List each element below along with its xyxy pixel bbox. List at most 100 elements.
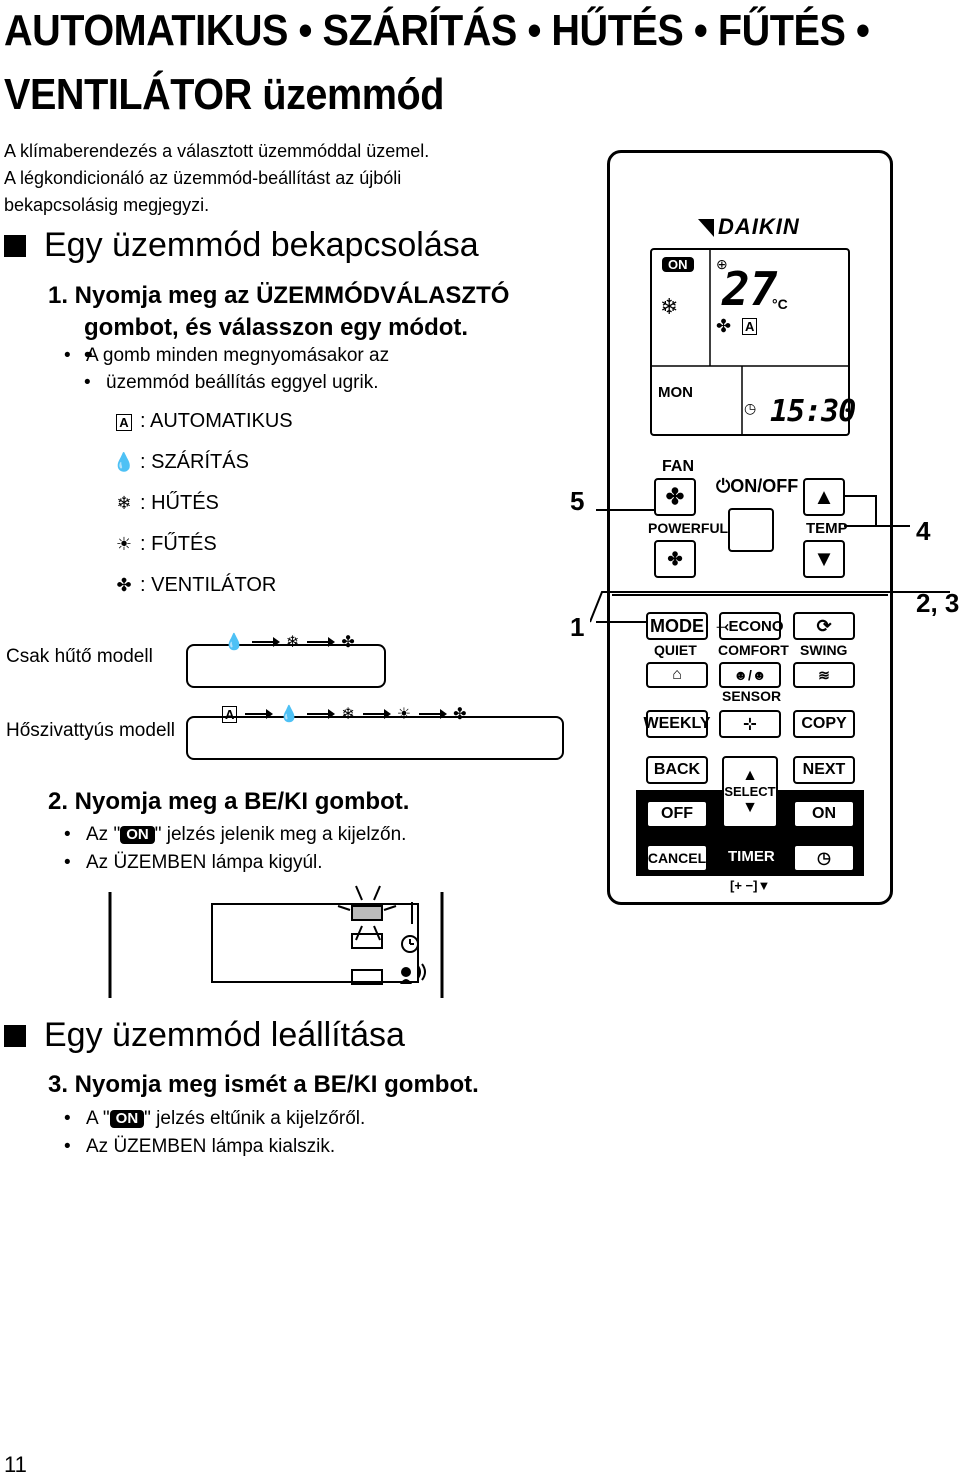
step2-title: 2. Nyomja meg a BE/KI gombot. bbox=[48, 788, 410, 815]
mode-auto: A : AUTOMATIKUS bbox=[112, 406, 293, 436]
step2-bullet1: Az "ON" jelzés jelenik meg a kijelzőn. bbox=[64, 821, 406, 849]
step2-bullet2: Az ÜZEMBEN lámpa kigyúl. bbox=[64, 849, 322, 877]
triangle-up-icon: ▲ bbox=[742, 767, 758, 784]
clock-button[interactable]: ◷ bbox=[793, 844, 855, 872]
mode-cool: ❄ : HŰTÉS bbox=[112, 488, 218, 518]
lcd-temp-unit: °C bbox=[772, 296, 788, 312]
intro-line2: A légkondicionáló az üzemmód-beállítást … bbox=[4, 168, 402, 188]
sensor-icon: ☻/☻ bbox=[733, 667, 767, 683]
comfort-sensor-button[interactable]: ☻/☻ bbox=[719, 662, 781, 688]
step1-line2: gombot, és válasszon egy módot. bbox=[84, 314, 469, 341]
lcd-time: 15:30 bbox=[770, 394, 856, 429]
callout-2-3: 2, 3 bbox=[916, 588, 960, 618]
on-indicator-badge: ON bbox=[109, 1109, 145, 1128]
select-button[interactable]: ▲ SELECT ▼ bbox=[722, 756, 778, 828]
mode-heat: ☀ : FŰTÉS bbox=[112, 529, 217, 559]
step1-bullet-line1: A gomb minden megnyomásakor az bbox=[64, 342, 389, 370]
cool-only-sequence: 💧 ❄ ✤ bbox=[224, 632, 355, 652]
econo-icon: ⤙ bbox=[716, 617, 729, 635]
fan-mode-icon: ✤ bbox=[341, 634, 355, 651]
cool-only-label: Csak hűtő modell bbox=[6, 646, 153, 667]
cool-mode-icon: ❄ bbox=[341, 706, 355, 723]
powerful-label: POWERFUL bbox=[648, 520, 729, 536]
clock-icon: ◷ bbox=[817, 850, 831, 867]
section-heading-stop: Egy üzemmód leállítása bbox=[4, 1016, 405, 1055]
cool-only-sequence-box bbox=[186, 644, 386, 688]
copy-button[interactable]: COPY bbox=[793, 710, 855, 738]
step1-bullet-line2: üzemmód beállítás eggyel ugrik. bbox=[84, 369, 379, 397]
powerful-icon: ✤ bbox=[667, 548, 683, 569]
powerful-button[interactable]: ✤ bbox=[654, 540, 696, 578]
swing-label: SWING bbox=[800, 642, 848, 658]
weekly-button[interactable]: WEEKLY bbox=[644, 710, 711, 738]
callout-lines bbox=[590, 495, 950, 623]
cool-mode-icon: ❄ bbox=[285, 634, 300, 651]
swing-vertical-button[interactable]: ⟳ bbox=[793, 612, 855, 640]
quiet-label: QUIET bbox=[654, 642, 697, 658]
fan-icon: ✤ bbox=[665, 484, 685, 509]
fan-label: FAN bbox=[662, 458, 694, 475]
swing-horizontal-button[interactable]: ≋ bbox=[793, 662, 855, 688]
heatpump-sequence: A 💧 ❄ ☀ ✤ bbox=[222, 704, 466, 724]
dry-mode-icon: 💧 bbox=[112, 451, 136, 472]
remote-divider bbox=[612, 594, 888, 596]
intro-line3: bekapcsolásig megjegyzi. bbox=[4, 195, 210, 215]
clock-icon: ◷ bbox=[744, 400, 757, 416]
back-button[interactable]: BACK bbox=[646, 756, 708, 784]
auto-mode-icon: A bbox=[222, 705, 238, 723]
program-icon: ⊹ bbox=[743, 716, 757, 733]
lcd-on-indicator: ON bbox=[662, 256, 694, 274]
temp-down-button[interactable]: ▼ bbox=[803, 540, 845, 578]
onoff-label: ⏻ON/OFF bbox=[716, 476, 799, 496]
timer-label: TIMER bbox=[728, 848, 775, 865]
page-title-line1: AUTOMATIKUS • SZÁRÍTÁS • HŰTÉS • FŰTÉS • bbox=[4, 6, 870, 55]
timer-off-button[interactable]: OFF bbox=[646, 800, 708, 828]
heatpump-label: Hőszivattyús modell bbox=[6, 720, 175, 741]
power-icon: ⏻ bbox=[716, 476, 731, 496]
lcd-dividers bbox=[652, 250, 848, 434]
step3-bullet1: A "ON" jelzés eltűnik a kijelzőről. bbox=[64, 1105, 365, 1133]
quiet-icon: ⌂ bbox=[672, 666, 682, 683]
comfort-label: COMFORT bbox=[718, 642, 789, 658]
step3-bullet2: Az ÜZEMBEN lámpa kialszik. bbox=[64, 1133, 335, 1161]
temp-label: TEMP bbox=[806, 520, 848, 537]
step1-line1: 1. Nyomja meg az ÜZEMMÓDVÁLASZTÓ bbox=[48, 282, 510, 309]
daikin-logo: DAIKIN bbox=[698, 214, 800, 240]
remote-lcd bbox=[650, 248, 850, 436]
onoff-button[interactable] bbox=[728, 508, 774, 552]
mode-button[interactable]: MODE bbox=[646, 612, 708, 640]
next-button[interactable]: NEXT bbox=[793, 756, 855, 784]
thermometer-icon: ⊕ bbox=[716, 256, 728, 272]
cancel-button[interactable]: CANCEL bbox=[646, 844, 708, 872]
econo-button[interactable]: ⤙ECONO bbox=[716, 612, 784, 640]
heat-mode-icon: ☀ bbox=[396, 706, 412, 723]
program-button[interactable]: ⊹ bbox=[719, 710, 781, 738]
section-bullet-square bbox=[4, 1024, 26, 1047]
triangle-up-icon: ▲ bbox=[813, 484, 835, 509]
quiet-button[interactable]: ⌂ bbox=[646, 662, 708, 688]
fan-button[interactable]: ✤ bbox=[654, 478, 696, 516]
battery-icon: [+ −]▼ bbox=[730, 878, 771, 893]
fan-mode-icon: ✤ bbox=[716, 316, 732, 336]
auto-mode-icon: A bbox=[112, 411, 136, 432]
page-number: 11 bbox=[4, 1452, 27, 1477]
fan-mode-icon: ✤ bbox=[453, 706, 467, 723]
section-bullet-square bbox=[4, 234, 26, 257]
swing-horizontal-icon: ≋ bbox=[818, 666, 830, 683]
triangle-down-icon: ▼ bbox=[813, 546, 835, 571]
triangle-down-icon: ▼ bbox=[742, 799, 758, 816]
callout-4: 4 bbox=[916, 516, 931, 546]
mode-dry: 💧 : SZÁRÍTÁS bbox=[112, 450, 249, 473]
swing-vertical-icon: ⟳ bbox=[816, 615, 832, 636]
page-title-line2: VENTILÁTOR üzemmód bbox=[4, 70, 445, 119]
fan-mode-icon: ✤ bbox=[116, 574, 132, 595]
daikin-logo-icon bbox=[698, 219, 714, 238]
step3-title: 3. Nyomja meg ismét a BE/KI gombot. bbox=[48, 1071, 479, 1098]
indoor-unit-lamp-illustration bbox=[108, 885, 444, 998]
intro-line1: A klímaberendezés a választott üzemmódda… bbox=[4, 141, 430, 161]
lcd-temperature: 27 bbox=[722, 262, 778, 316]
on-indicator-badge: ON bbox=[120, 825, 155, 844]
timer-on-button[interactable]: ON bbox=[793, 800, 855, 828]
mode-fan: ✤ : VENTILÁTOR bbox=[112, 570, 276, 600]
section-heading-start: Egy üzemmód bekapcsolása bbox=[4, 226, 479, 265]
